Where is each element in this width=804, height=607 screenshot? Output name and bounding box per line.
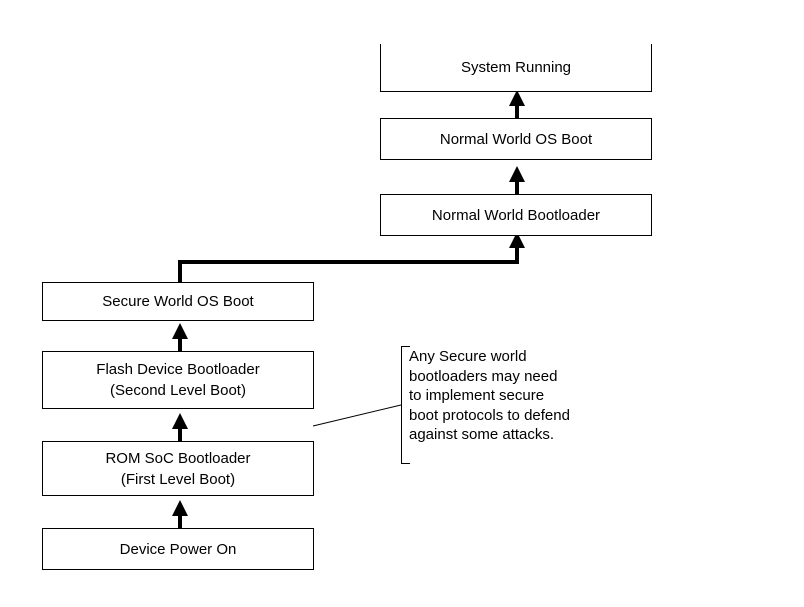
stage-device-power-on: Device Power On — [42, 528, 314, 570]
note-bracket-top — [402, 346, 410, 347]
arrow-secure-os-to-normal-bootloader — [178, 232, 525, 282]
secure-bootloader-note: Any Secure world bootloaders may need to… — [401, 346, 631, 464]
stage-secure-world-os-boot: Secure World OS Boot — [42, 282, 314, 321]
stage-secure-world-os-boot-label: Secure World OS Boot — [102, 293, 254, 310]
stage-normal-world-os-boot-label: Normal World OS Boot — [439, 130, 593, 148]
stage-normal-world-bootloader: Normal World Bootloader — [380, 194, 652, 236]
note-callout-line — [312, 404, 402, 427]
stage-flash-device-bootloader-label: Flash Device Bootloader (Second Level Bo… — [96, 361, 260, 399]
stage-system-running: System Running — [380, 44, 652, 92]
stage-normal-world-os-boot: Normal World OS Boot — [380, 118, 652, 160]
note-bracket-bottom — [402, 463, 410, 464]
stage-device-power-on-label: Device Power On — [119, 540, 237, 558]
secure-bootloader-note-text: Any Secure world bootloaders may need to… — [409, 348, 570, 443]
stage-normal-world-bootloader-label: Normal World Bootloader — [431, 206, 601, 224]
stage-rom-soc-bootloader: ROM SoC Bootloader (First Level Boot) — [42, 441, 314, 496]
stage-rom-soc-bootloader-label: ROM SoC Bootloader (First Level Boot) — [105, 449, 251, 488]
stage-system-running-label: System Running — [460, 59, 572, 76]
stage-flash-device-bootloader: Flash Device Bootloader (Second Level Bo… — [42, 351, 314, 409]
